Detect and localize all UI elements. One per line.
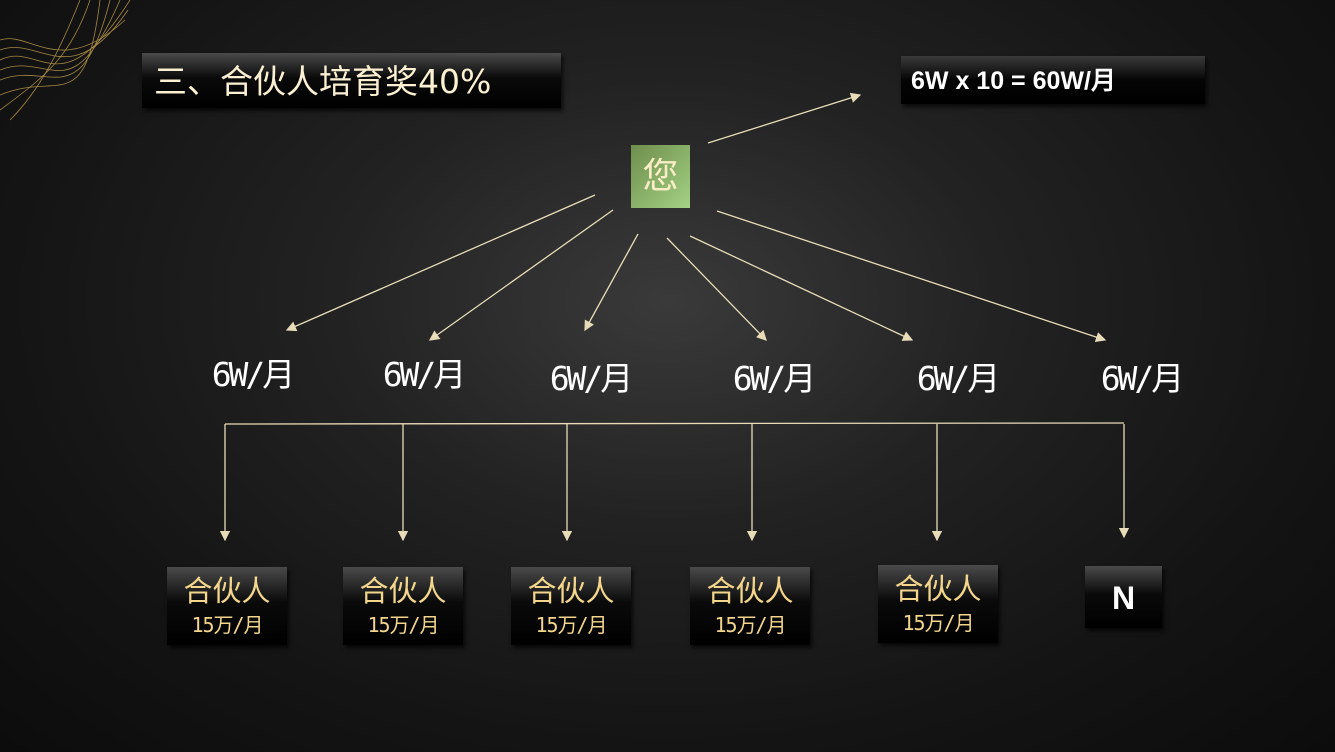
amount-label: 6W/月 bbox=[732, 359, 817, 398]
partner-node: 合伙人 15万/月 bbox=[690, 567, 810, 645]
amount-label: 6W/月 bbox=[916, 359, 1001, 398]
partner-node: 合伙人 15万/月 bbox=[167, 567, 287, 645]
total-income-box: 6W x 10 = 60W/月 bbox=[901, 56, 1205, 104]
decorative-ribbon bbox=[0, 0, 131, 121]
partner-label: 合伙人 bbox=[183, 574, 271, 608]
partner-label: 合伙人 bbox=[706, 574, 794, 608]
partner-node: 合伙人 15万/月 bbox=[343, 567, 463, 645]
partner-income: 15万/月 bbox=[714, 613, 786, 637]
arrow bbox=[428, 209, 614, 341]
partner-income: 15万/月 bbox=[367, 613, 439, 637]
arrow bbox=[584, 233, 639, 332]
partner-income: 15万/月 bbox=[535, 613, 607, 637]
amount-label: 6W/月 bbox=[1100, 359, 1185, 398]
arrow bbox=[666, 237, 767, 341]
amount-label: 6W/月 bbox=[382, 355, 467, 394]
partner-label: 合伙人 bbox=[527, 574, 615, 608]
partner-label: 合伙人 bbox=[359, 574, 447, 608]
partner-node: 合伙人 15万/月 bbox=[511, 567, 631, 645]
partner-income: 15万/月 bbox=[191, 613, 263, 637]
slide-title: 三、合伙人培育奖40% bbox=[142, 53, 561, 108]
amount-label: 6W/月 bbox=[211, 355, 296, 394]
arrow bbox=[716, 210, 1107, 343]
partner-label: 合伙人 bbox=[894, 572, 982, 606]
you-node: 您 bbox=[631, 145, 690, 208]
arrow-to-total bbox=[707, 92, 862, 144]
bus-line bbox=[224, 422, 1125, 425]
arrow bbox=[689, 235, 914, 341]
arrow bbox=[285, 194, 596, 332]
n-node: N bbox=[1085, 566, 1162, 628]
partner-node: 合伙人 15万/月 bbox=[878, 565, 998, 643]
amount-label: 6W/月 bbox=[549, 359, 634, 398]
partner-income: 15万/月 bbox=[902, 611, 974, 635]
